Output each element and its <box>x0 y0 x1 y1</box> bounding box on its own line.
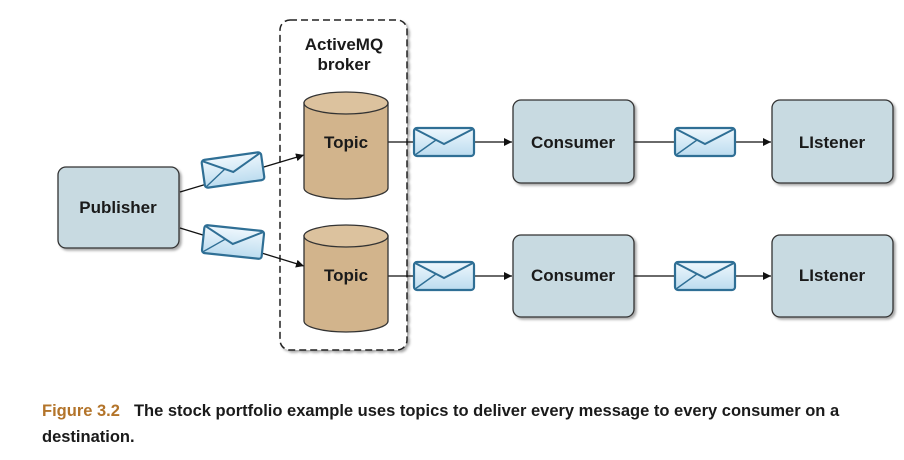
topic-1-label: Topic <box>324 133 368 152</box>
listener-1-label: LIstener <box>799 133 866 152</box>
topic-2-cylinder: Topic <box>303 224 389 333</box>
topic-diagram: ActiveMQ broker Publisher Topic Topic Co… <box>57 19 894 351</box>
listener-2-label: LIstener <box>799 266 866 285</box>
broker-title-line1: ActiveMQ <box>305 35 383 54</box>
envelope-icon <box>200 224 266 260</box>
listener-2-box: LIstener <box>771 234 894 318</box>
envelope-icon <box>412 126 476 158</box>
consumer-2-box: Consumer <box>512 234 635 318</box>
consumer-2-label: Consumer <box>531 266 615 285</box>
consumer-1-label: Consumer <box>531 133 615 152</box>
caption-text: The stock portfolio example uses topics … <box>42 402 840 446</box>
broker-title-line2: broker <box>318 55 371 74</box>
connections <box>179 138 771 280</box>
listener-1-box: LIstener <box>771 99 894 184</box>
envelope-icon <box>200 151 266 189</box>
figure-label: Figure 3.2 <box>42 402 120 420</box>
envelope-icon <box>412 260 476 292</box>
consumer-1-box: Consumer <box>512 99 635 184</box>
envelope-icon <box>673 260 737 292</box>
publisher-label: Publisher <box>79 198 157 217</box>
envelope-icon <box>673 126 737 158</box>
topic-2-label: Topic <box>324 266 368 285</box>
publisher-box: Publisher <box>57 166 180 249</box>
topic-1-cylinder: Topic <box>303 91 389 200</box>
